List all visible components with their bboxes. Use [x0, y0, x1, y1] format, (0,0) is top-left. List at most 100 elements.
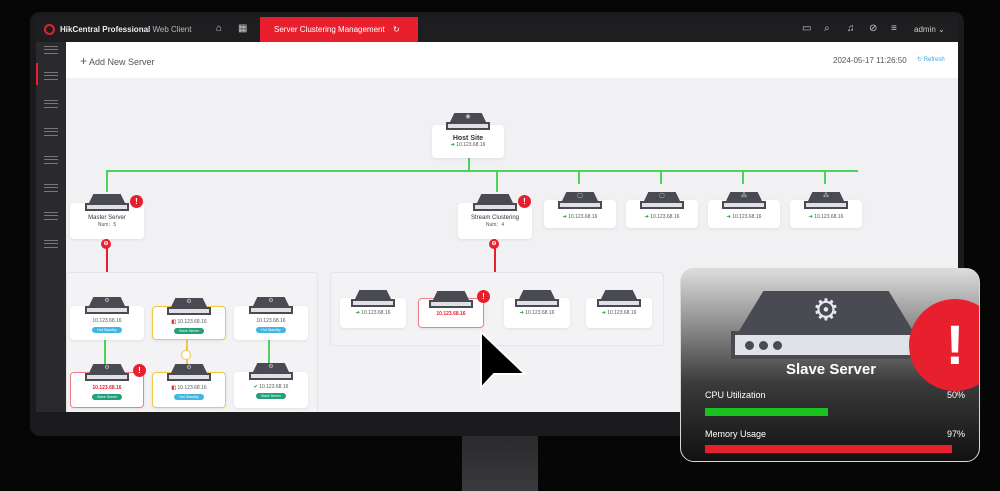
- server-icon: ⚙: [167, 364, 211, 382]
- cpu-label: CPU Utilization: [705, 390, 766, 400]
- node-ip: 10.123.68.16: [607, 310, 637, 316]
- tab-server-clustering[interactable]: Server Clustering Management ↻: [260, 17, 418, 42]
- node-ip: 10.123.68.16: [456, 142, 486, 148]
- node-ip: 10.123.68.16: [361, 310, 391, 316]
- memory-value: 97%: [947, 429, 966, 439]
- sidebar-toggle-icon[interactable]: [44, 46, 58, 54]
- search-icon[interactable]: ⌕: [824, 23, 830, 34]
- role-badge: Slave Server: [255, 393, 287, 399]
- connection-line: [106, 170, 858, 172]
- server-detail-popup: ⚙ ! Slave Server CPU Utilization 50% Mem…: [680, 268, 980, 462]
- server-icon: ⚙: [85, 364, 129, 382]
- stream-clustering-node[interactable]: ! Stream Clustering Num：4: [458, 194, 532, 239]
- connection-line: [104, 340, 106, 372]
- node-ip: 10.123.68.16: [92, 385, 122, 391]
- sidebar-item-2[interactable]: [44, 100, 58, 108]
- home-icon[interactable]: ⌂: [216, 23, 223, 34]
- alert-icon: !: [909, 299, 979, 391]
- server-node-alert[interactable]: ! 10.123.68.16: [418, 290, 490, 328]
- node-name: Host Site: [452, 135, 484, 142]
- node-name: Stream Clustering: [470, 215, 520, 221]
- node-ip: 10.123.68.16: [177, 319, 207, 325]
- host-site-node[interactable]: ◉ Host Site ➜ 10.123.68.16: [432, 113, 504, 158]
- role-badge: Slave Server: [91, 394, 123, 400]
- server-icon: ⚙: [249, 363, 293, 381]
- node-ip: 10.123.68.16: [650, 214, 680, 220]
- server-icon: ◉: [446, 113, 490, 131]
- role-badge: Slave Server: [173, 328, 205, 334]
- sidebar-item-3[interactable]: [44, 128, 58, 136]
- apps-grid-icon[interactable]: ▦: [238, 23, 248, 34]
- master-server-node[interactable]: ! Master Server Num：5: [70, 194, 144, 239]
- node-ip: 10.123.68.16: [436, 311, 466, 317]
- memory-label: Memory Usage: [705, 429, 767, 439]
- num-value: 5: [113, 222, 117, 228]
- server-icon: ⚙: [167, 298, 211, 316]
- connection-line: [824, 170, 826, 184]
- node-name: Master Server: [88, 215, 126, 221]
- num-label: Num：: [97, 222, 114, 228]
- sidebar: [36, 42, 66, 412]
- num-value: 4: [501, 222, 505, 228]
- bell-icon[interactable]: ♫: [847, 23, 855, 34]
- alert-icon: !: [130, 195, 143, 208]
- warning-icon: ⊖: [489, 239, 499, 249]
- server-icon: ⚙: [85, 297, 129, 315]
- server-node[interactable]: ⁂➜ 10.123.68.16: [708, 192, 780, 228]
- server-stack-icon: [473, 194, 517, 212]
- sidebar-item-1[interactable]: [44, 72, 58, 80]
- server-node[interactable]: ➜ 10.123.68.16: [504, 290, 570, 328]
- sidebar-active-indicator: [36, 63, 38, 85]
- logo-icon: [44, 24, 55, 35]
- server-icon: [429, 291, 473, 309]
- compass-icon[interactable]: ⊘: [869, 23, 878, 34]
- role-badge: Hot Standby: [92, 327, 122, 333]
- role-badge: Hot Standby: [256, 327, 286, 333]
- server-node[interactable]: ⁂➜ 10.123.68.16: [790, 192, 862, 228]
- node-ip: 10.123.68.16: [177, 385, 207, 391]
- alert-icon: !: [133, 364, 146, 377]
- alert-icon: !: [477, 290, 490, 303]
- server-node[interactable]: ▢➜ 10.123.68.16: [626, 192, 698, 228]
- connection-line: [742, 170, 744, 184]
- connection-line: [496, 170, 498, 192]
- num-label: Num：: [485, 222, 502, 228]
- connection-line-alert: [106, 239, 108, 289]
- server-icon: ▢: [558, 192, 602, 210]
- tab-label: Server Clustering Management: [274, 25, 385, 34]
- user-menu[interactable]: admin ⌄: [914, 25, 945, 34]
- node-ip: 10.123.68.16: [732, 214, 762, 220]
- memory-progress-bar: [705, 445, 960, 453]
- node-ip: 10.123.68.16: [256, 318, 286, 324]
- server-node[interactable]: ➜ 10.123.68.16: [340, 290, 406, 328]
- datetime: 2024-05-17 11:26:50: [833, 56, 907, 65]
- add-label: Add New Server: [89, 57, 155, 67]
- server-icon: [351, 290, 395, 308]
- server-node[interactable]: ▢➜ 10.123.68.16: [544, 192, 616, 228]
- node-ip: 10.123.68.16: [259, 384, 289, 390]
- server-icon: ⚙: [249, 297, 293, 315]
- sidebar-item-5[interactable]: [44, 184, 58, 192]
- warning-icon: ⊖: [101, 239, 111, 249]
- refresh-icon[interactable]: ↻: [392, 25, 400, 34]
- server-node[interactable]: ➜ 10.123.68.16: [586, 290, 652, 328]
- sidebar-item-7[interactable]: [44, 240, 58, 248]
- brand-name: HikCentral Professional: [60, 25, 151, 34]
- sidebar-item-6[interactable]: [44, 212, 58, 220]
- node-ip: 10.123.68.16: [814, 214, 844, 220]
- connection-line: [106, 170, 108, 192]
- sidebar-item-4[interactable]: [44, 156, 58, 164]
- plus-icon: +: [80, 54, 88, 68]
- refresh-button[interactable]: ↻ Refresh: [917, 57, 945, 63]
- add-new-server-button[interactable]: + Add New Server: [80, 54, 155, 68]
- alert-icon: !: [518, 195, 531, 208]
- node-ip: 10.123.68.16: [525, 310, 555, 316]
- menu-icon[interactable]: ≡: [891, 23, 897, 34]
- folder-icon[interactable]: ▭: [802, 23, 812, 34]
